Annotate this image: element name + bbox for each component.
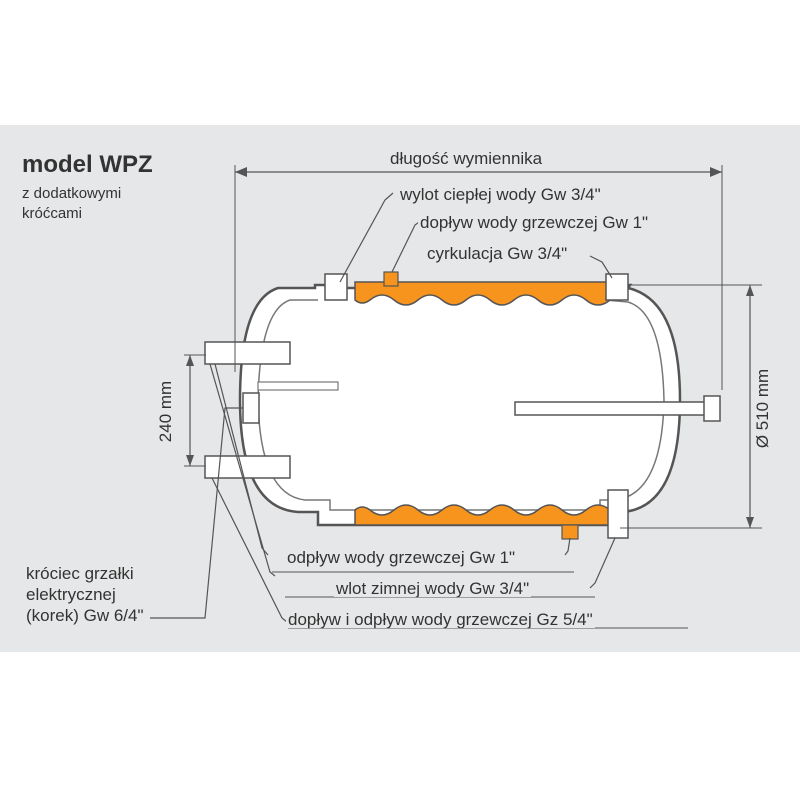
leader-cold-water [589,537,616,589]
circulation-nozzle [605,273,629,301]
leader-heating-pipes-b [211,477,288,623]
leader-heater [150,407,243,619]
heating-pipe-lower [204,455,291,479]
model-subtitle-line1: z dodatkowymi [22,185,122,202]
leader-heating-pipes-a [209,363,276,577]
left-internal-pipe [257,381,339,391]
label-hot-water-outlet: wylot ciepłej wody Gw 3/4" [398,185,603,204]
length-arrow-left [235,167,247,177]
heating-pipe-upper [204,341,291,365]
length-arrow-right [710,167,722,177]
height-dimension-label: 240 mm [156,380,176,443]
label-circulation: cyrkulacja Gw 3/4" [425,244,570,263]
right-pipe-flange [703,395,721,422]
leader-circulation [589,255,613,279]
height-arrow-top [186,355,194,366]
model-subtitle-line2: króćcami [22,205,83,222]
cold-water-nozzle [607,489,629,539]
heating-inlet-stub [383,271,399,287]
hot-water-nozzle [324,273,348,301]
model-title: model WPZ [22,151,153,178]
length-label: długość wymiennika [388,149,545,168]
label-heater-line2: elektrycznej [26,585,116,604]
leader-heating-pipes-c [214,363,269,556]
diameter-dimension-label: Ø 510 mm [753,368,773,449]
label-heating-in-out: dopływ i odpływ wody grzewczej Gz 5/4" [286,610,595,629]
label-heating-water-outlet: odpływ wody grzewczej Gw 1" [285,548,518,567]
label-heater-line3: (korek) Gw 6/4" [26,606,144,625]
diameter-arrow-top [746,285,754,296]
leader-heating-outlet [564,537,571,556]
bottom-heating-coil [354,504,611,526]
top-heating-coil [354,281,611,306]
label-heating-water-inlet: dopływ wody grzewczej Gw 1" [418,213,651,232]
label-heater-line1: króciec grzałki [26,564,134,583]
height-arrow-bottom [186,455,194,466]
leader-hot-water [339,192,394,283]
right-internal-pipe [514,401,706,416]
heater-port [242,392,260,424]
heating-outlet-stub [561,524,579,540]
diameter-arrow-bottom [746,517,754,528]
label-cold-water-inlet: wlot zimnej wody Gw 3/4" [334,579,532,598]
